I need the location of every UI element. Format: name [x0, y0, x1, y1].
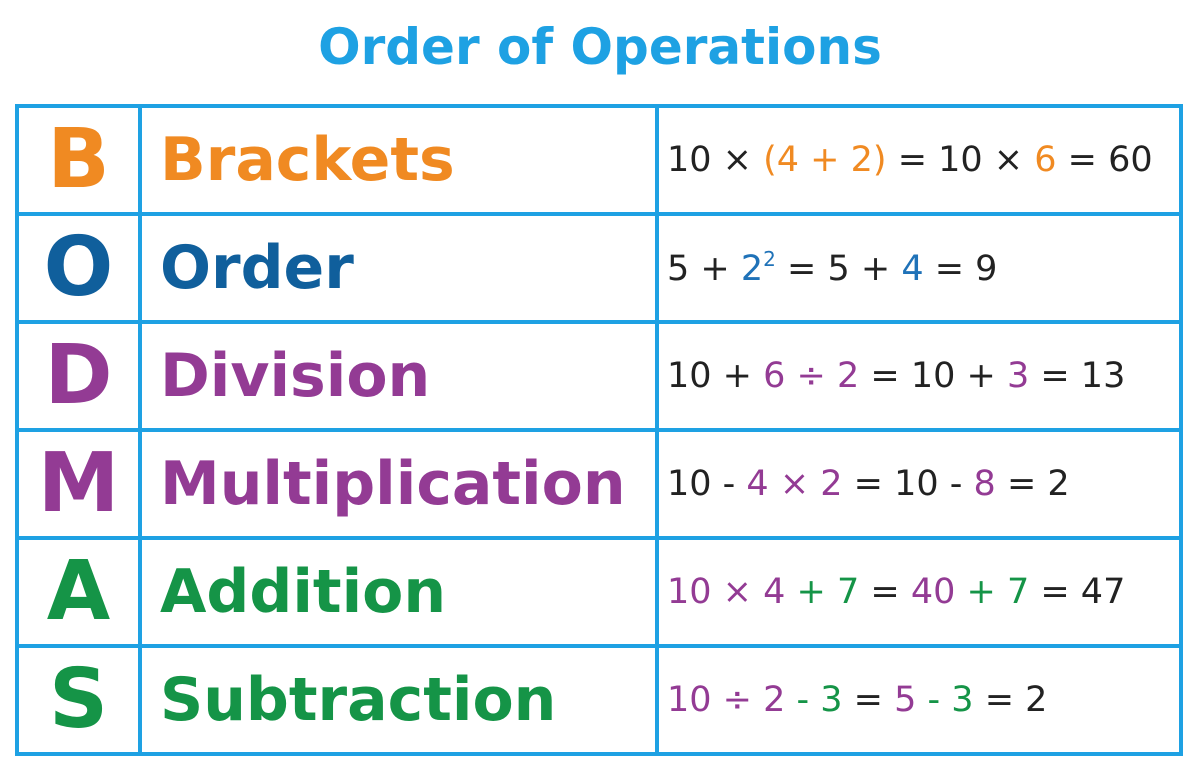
word-order: Order: [138, 212, 659, 324]
example-highlight: 8: [973, 464, 996, 504]
example-highlight: 10 ÷ 2: [667, 680, 786, 720]
table-row-order: O Order 5 + 22 = 5 + 4 = 9: [15, 212, 1183, 324]
bodmas-table: B Brackets 10 × (4 + 2) = 10 × 6 = 60 O …: [15, 104, 1183, 756]
example-text: = 5 +: [775, 249, 902, 289]
example-highlight: - 3: [916, 680, 974, 720]
example-text: = 2: [995, 464, 1070, 504]
letter-s: S: [15, 644, 142, 756]
example-text: =: [842, 680, 895, 720]
example-subtraction: 10 ÷ 2 - 3 = 5 - 3 = 2: [655, 644, 1183, 756]
example-text: = 60: [1056, 140, 1153, 180]
example-highlight: 6: [1034, 140, 1057, 180]
example-text: = 47: [1029, 572, 1126, 612]
example-text: =: [859, 572, 911, 612]
example-highlight: 6 ÷ 2: [763, 356, 860, 396]
example-highlight: (4 + 2): [763, 140, 887, 180]
example-text: = 2: [973, 680, 1048, 720]
example-highlight: 40: [910, 572, 956, 612]
example-text: 10 +: [667, 356, 764, 396]
word-multiplication: Multiplication: [138, 428, 659, 540]
letter-d: D: [15, 320, 142, 432]
example-text: 10 -: [667, 464, 747, 504]
table-row-multiplication: M Multiplication 10 - 4 × 2 = 10 - 8 = 2: [15, 428, 1183, 540]
word-addition: Addition: [138, 536, 659, 648]
example-text: = 10 -: [842, 464, 974, 504]
example-multiplication: 10 - 4 × 2 = 10 - 8 = 2: [655, 428, 1183, 540]
table-row-addition: A Addition 10 × 4 + 7 = 40 + 7 = 47: [15, 536, 1183, 648]
example-highlight: 4: [901, 249, 924, 289]
example-text: = 10 +: [859, 356, 1007, 396]
example-order: 5 + 22 = 5 + 4 = 9: [655, 212, 1183, 324]
table-row-division: D Division 10 + 6 ÷ 2 = 10 + 3 = 13: [15, 320, 1183, 432]
example-addition: 10 × 4 + 7 = 40 + 7 = 47: [655, 536, 1183, 648]
example-highlight: + 7: [955, 572, 1030, 612]
example-highlight: + 7: [785, 572, 860, 612]
example-highlight: 4 × 2: [746, 464, 843, 504]
example-text: = 13: [1029, 356, 1126, 396]
example-text: = 9: [923, 249, 998, 289]
example-highlight: 3: [1006, 356, 1030, 396]
example-text: 5 +: [667, 249, 741, 289]
word-subtraction: Subtraction: [138, 644, 659, 756]
example-division: 10 + 6 ÷ 2 = 10 + 3 = 13: [655, 320, 1183, 432]
table-row-subtraction: S Subtraction 10 ÷ 2 - 3 = 5 - 3 = 2: [15, 644, 1183, 756]
example-highlight: 2: [740, 249, 764, 289]
example-highlight: 5: [894, 680, 917, 720]
letter-b: B: [15, 104, 142, 216]
example-text: 10 ×: [667, 140, 764, 180]
word-brackets: Brackets: [138, 104, 659, 216]
example-highlight: - 3: [785, 680, 843, 720]
page-title: Order of Operations: [318, 18, 882, 76]
exponent: 2: [763, 247, 776, 271]
example-highlight: 10 × 4: [667, 572, 786, 612]
word-division: Division: [138, 320, 659, 432]
example-brackets: 10 × (4 + 2) = 10 × 6 = 60: [655, 104, 1183, 216]
letter-o: O: [15, 212, 142, 324]
table-row-brackets: B Brackets 10 × (4 + 2) = 10 × 6 = 60: [15, 104, 1183, 216]
letter-m: M: [15, 428, 142, 540]
letter-a: A: [15, 536, 142, 648]
example-text: = 10 ×: [886, 140, 1035, 180]
